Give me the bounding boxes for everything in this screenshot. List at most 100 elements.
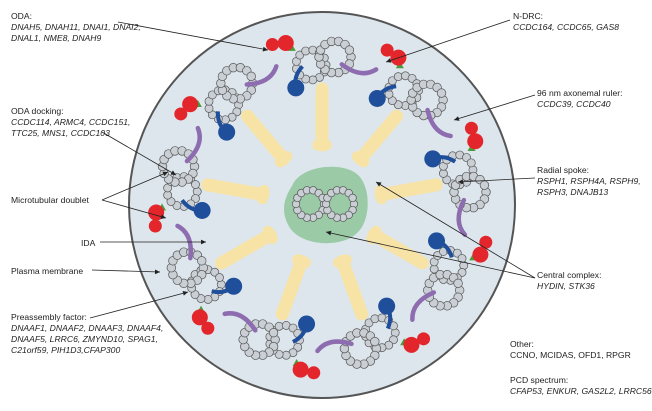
oda-docking-leader	[101, 131, 177, 176]
inner-dynein-arm	[225, 277, 243, 295]
outer-dynein-arm-lobe	[307, 366, 321, 380]
central-complex-leader-2	[325, 231, 536, 279]
b-tubule	[406, 79, 448, 121]
doublet-unit	[315, 297, 431, 369]
radial-spoke-genes-1: RSPH1, RSPH4A, RSPH9,	[537, 176, 641, 186]
tubulin-bead	[370, 336, 380, 347]
ndrc-leader-arrowhead	[386, 58, 392, 63]
ndrc-link	[184, 125, 202, 164]
central-complex-label: Central complex: HYDIN, STK36	[537, 270, 601, 292]
membrane-leader-arrowhead	[154, 269, 160, 275]
tubulin-bead	[479, 180, 490, 190]
outer-dynein-arm	[191, 309, 208, 326]
preassembly-leader	[89, 291, 189, 319]
doublet-leader-1	[101, 171, 169, 201]
ruler-genes: CCDC39, CCDC40	[537, 99, 611, 109]
doublet-leader-2-arrowhead	[160, 214, 166, 219]
preassembly-title: Preassembly factor:	[11, 312, 87, 322]
central-complex-title: Central complex:	[537, 270, 602, 280]
outer-dynein-arm-lobe	[479, 235, 493, 249]
radial-spoke-head	[366, 225, 382, 245]
tubulin-bead	[215, 273, 224, 282]
membrane-leader	[91, 269, 161, 273]
tubulin-bead	[436, 88, 447, 98]
doublet-leader-1-arrowhead	[162, 171, 168, 177]
tubulin-bead	[191, 180, 200, 189]
preassembly-genes-2: DNAAF5, LRRC6, ZMYND10, SPAG1,	[11, 334, 158, 344]
outer-dynein-arm	[277, 35, 294, 52]
b-tubule	[157, 146, 200, 187]
outer-dynein-arm-lobe	[417, 332, 431, 346]
radial-spoke-head	[351, 150, 370, 168]
preassembly-genes-1: DNAAF1, DNAAF2, DNAAF3, DNAAF4,	[11, 323, 164, 333]
outer-dynein-arm	[292, 361, 309, 378]
ruler-leader	[453, 94, 536, 121]
radial-spoke-head	[274, 150, 293, 168]
ruler-leader-arrowhead	[454, 116, 460, 121]
radial-spoke	[374, 178, 443, 202]
pcd-spectrum-genes: CFAP53, ENKUR, GAS2L2, LRRC56	[510, 386, 652, 396]
preassembly-genes-3: C21orf59, PIH1D3,CFAP300	[11, 345, 121, 355]
ndrc-link	[315, 339, 354, 354]
ndrc-link	[175, 223, 194, 261]
tubulin-bead	[344, 45, 355, 55]
outer-dynein-arm-lobe	[464, 121, 478, 135]
inner-dynein-arm	[298, 315, 316, 333]
doublet-unit	[222, 311, 321, 380]
inner-dynein-arm	[193, 201, 211, 219]
central-complex-genes: HYDIN, STK36	[537, 281, 595, 291]
inner-dynein-arm	[424, 150, 442, 168]
oda-leader-arrowhead	[262, 46, 268, 52]
inner-dynein-arm	[378, 297, 396, 315]
ndrc-link	[339, 62, 379, 76]
radial-spoke	[354, 109, 404, 166]
doublet-unit	[265, 35, 379, 97]
b-tubule	[339, 328, 382, 369]
ndrc-link	[425, 107, 453, 139]
pcd-spectrum-label: PCD spectrum: CFAP53, ENKUR, GAS2L2, LRR…	[510, 375, 652, 397]
ndrc-title: N-DRC:	[513, 11, 544, 21]
outer-dynein-arm-lobe	[265, 38, 279, 52]
oda-docking-genes-2: TTC25, MNS1, CCDC103	[11, 128, 110, 138]
tubulin-bead	[466, 158, 476, 168]
outer-dynein-arm-lobe	[201, 321, 215, 335]
preassembly-label: Preassembly factor: DNAAF1, DNAAF2, DNAA…	[11, 312, 163, 356]
oda-docking-genes-1: CCDC114, ARMC4, CCDC151,	[11, 117, 131, 127]
outer-dynein-arm	[403, 336, 420, 353]
doublet-unit	[174, 63, 279, 141]
radial-spoke	[336, 254, 369, 321]
doublet-unit	[166, 223, 243, 335]
tubulin-bead	[348, 193, 357, 203]
outer-dynein-arm-lobe	[174, 107, 188, 121]
inner-dynein-arm	[428, 232, 446, 250]
outer-dynein-arm	[182, 96, 199, 113]
microtubular-doublet-label: Microtubular doublet	[11, 195, 89, 205]
inner-dynein-arm	[218, 123, 236, 141]
radial-spoke-head	[262, 225, 278, 245]
other-title: Other:	[510, 339, 534, 349]
central-complex	[284, 166, 368, 244]
outer-dynein-arm	[467, 133, 484, 150]
leader-lines	[89, 19, 536, 319]
radial-spoke-head	[374, 184, 388, 205]
ndrc-link	[222, 311, 258, 333]
doublet-unit	[424, 121, 491, 238]
ndrc-genes: CCDC164, CCDC65, GAS8	[513, 22, 620, 32]
tubulin-bead	[197, 256, 207, 266]
ndrc-link	[244, 64, 279, 87]
radial-spoke-head	[256, 184, 270, 205]
oda-docking-title: ODA docking:	[11, 106, 64, 116]
other-label: Other: CCNO, MCIDAS, OFD1, RPGR	[510, 339, 631, 361]
radial-spoke-leader-arrowhead	[458, 179, 464, 185]
central-complex-leader-1-arrowhead	[376, 182, 382, 187]
oda-docking-label: ODA docking: CCDC114, ARMC4, CCDC151, TT…	[11, 106, 130, 139]
central-complex-leader-1	[375, 181, 536, 279]
tubulin-bead	[268, 328, 279, 338]
ida-leader-arrowhead	[201, 239, 206, 245]
oda-leader	[117, 21, 269, 51]
inner-dynein-arm	[287, 79, 305, 97]
tubulin-bead	[457, 254, 467, 263]
doublet-leader-2	[101, 199, 167, 219]
